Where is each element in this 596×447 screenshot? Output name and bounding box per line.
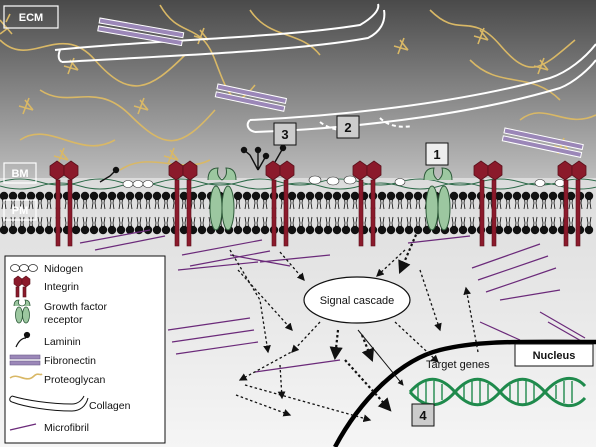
svg-text:1: 1 [433,147,440,162]
ecm-label-box [3,5,59,29]
svg-text:4: 4 [419,408,427,423]
legend-label-proteoglycan: Proteoglycan [44,374,105,386]
integrin-dimer [352,160,382,247]
microfibril-icon [9,423,37,431]
pm-label: PM [12,205,29,217]
laminin-icon [15,331,31,348]
callout-2: 2 [336,115,360,139]
legend-label-receptor: receptor [44,314,83,326]
legend-label-nidogen: Nidogen [44,263,83,275]
nucleus-label: Nucleus [533,350,576,362]
nucleus-label-box [514,343,594,367]
proteoglycan-network [0,4,596,171]
proteoglycan-icon [9,373,43,380]
microfibrils [79,229,591,373]
target-gene-dna [408,377,587,407]
integrin-dimer [473,160,503,247]
integrin-dimer [49,160,79,247]
legend-label-growth-factor: Growth factor [44,301,108,313]
integrin-dimer [557,160,587,247]
signal-cascade-node [303,276,411,324]
integrin-dimer [168,160,198,247]
collagen-fibres [54,3,596,133]
bm-label-box [3,162,37,184]
collagen-icon [9,395,89,412]
callout-1: 1 [425,142,449,166]
integrins [49,160,587,247]
callout-4: 4 [411,403,435,427]
integrin-dimer [265,160,295,247]
legend-label-fibronectin: Fibronectin [44,355,96,367]
legend-box [4,255,166,444]
fibronectin-rods [97,17,584,158]
growth-factor-receptors [207,167,453,231]
legend: Nidogen Integrin Growth factor receptor … [4,255,166,444]
integrin-icon [13,275,31,298]
signal-cascade-label: Signal cascade [320,295,395,307]
bm-label: BM [11,168,28,180]
cascade-to-genes-arrow [357,329,404,386]
legend-label-laminin: Laminin [44,336,81,348]
legend-label-microfibril: Microfibril [44,422,89,434]
legend-label-collagen: Collagen [89,400,131,412]
ecm-label: ECM [19,12,43,24]
basement-membrane-mesh [0,178,596,190]
pm-label-box [3,199,37,221]
svg-text:3: 3 [281,127,288,142]
legend-label-integrin: Integrin [44,281,79,293]
target-genes-label: Target genes [426,359,490,371]
signal-arrows [229,229,479,423]
growth-factor-receptor-icon [13,299,31,324]
fibronectin-icon [9,354,41,366]
nidogen-molecules [122,175,566,188]
nuclear-envelope [333,339,596,447]
callout-3: 3 [273,122,297,146]
svg-text:2: 2 [344,120,351,135]
nidogen-icon [10,264,38,272]
laminin-molecules [99,144,287,183]
